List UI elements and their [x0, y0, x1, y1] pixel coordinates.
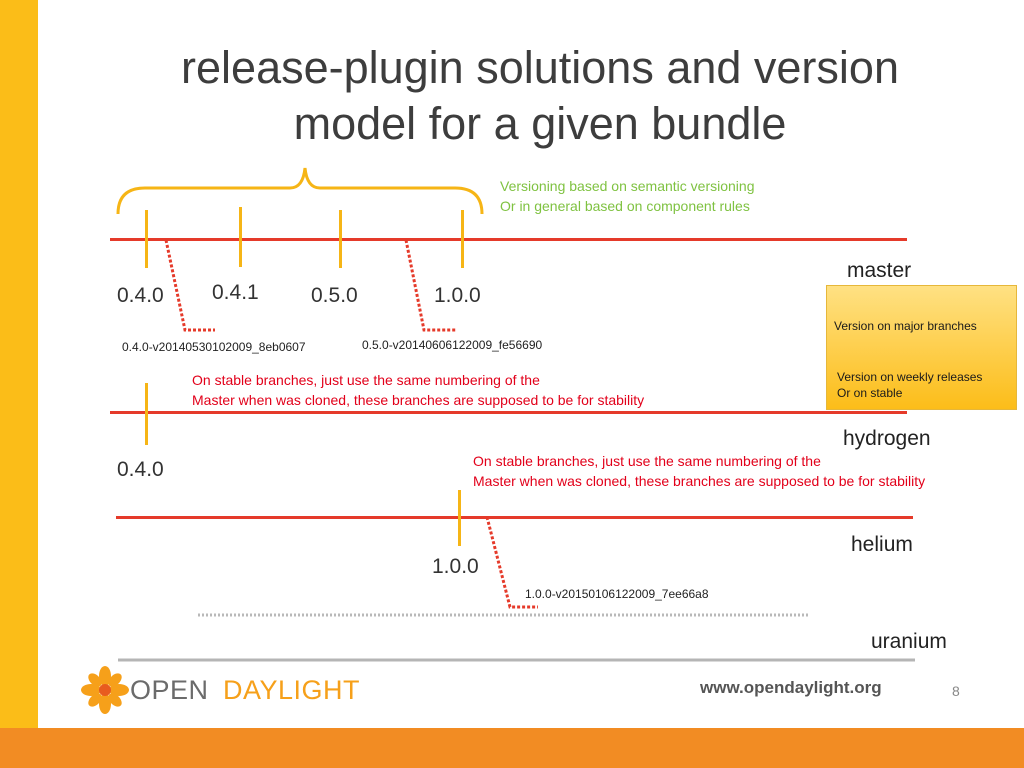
hydrogen-release-tick: [145, 383, 148, 445]
hydrogen-note: On stable branches, just use the same nu…: [192, 370, 644, 410]
hydrogen-version: 0.4.0: [117, 458, 164, 481]
legend-weekly-label-line-2: Or on stable: [837, 386, 903, 400]
semver-brace: [116, 167, 484, 215]
bottom-accent-bar: [0, 728, 1024, 768]
hydrogen-branch-line: [110, 411, 907, 414]
master-branch-line: [110, 238, 907, 241]
helium-note-line-1: On stable branches, just use the same nu…: [473, 453, 821, 469]
helium-branch-line: [116, 516, 913, 519]
master-version-1-0-0: 1.0.0: [434, 284, 481, 307]
release-tick-0-4-0: [145, 210, 148, 268]
master-version-0-4-0: 0.4.0: [117, 284, 164, 307]
logo-text-daylight: DAYLIGHT: [223, 675, 361, 705]
branch-label-helium: helium: [851, 533, 913, 556]
hydrogen-note-line-2: Master when was cloned, these branches a…: [192, 392, 645, 408]
weekly-connector-1: [164, 239, 215, 332]
hydrogen-note-line-1: On stable branches, just use the same nu…: [192, 372, 540, 388]
versioning-note-line-2: Or in general based on component rules: [500, 198, 750, 214]
weekly-version-2: 0.5.0-v20140606122009_fe56690: [362, 338, 543, 352]
branch-label-hydrogen: hydrogen: [843, 427, 931, 450]
branch-label-uranium: uranium: [871, 630, 947, 653]
release-tick-1-0-0: [461, 210, 464, 268]
title-line-2: model for a given bundle: [293, 98, 787, 149]
versioning-note: Versioning based on semantic versioning …: [500, 176, 755, 216]
release-tick-0-5-0: [339, 210, 342, 268]
page-number: 8: [952, 683, 960, 699]
helium-weekly-version: 1.0.0-v20150106122009_7ee66a8: [525, 587, 709, 601]
helium-release-tick: [458, 490, 461, 546]
legend-box: Version on major branches Version on wee…: [826, 285, 1017, 410]
weekly-connector-helium: [485, 516, 538, 609]
helium-note: On stable branches, just use the same nu…: [473, 451, 925, 491]
versioning-note-line-1: Versioning based on semantic versioning: [500, 178, 755, 194]
weekly-connector-2: [404, 239, 456, 332]
legend-major-label: Version on major branches: [834, 319, 977, 333]
master-version-0-5-0: 0.5.0: [311, 284, 358, 307]
helium-note-line-2: Master when was cloned, these branches a…: [473, 473, 926, 489]
logo-text-open: OPEN: [130, 675, 209, 705]
footer-url: www.opendaylight.org: [700, 678, 882, 697]
title-line-1: release-plugin solutions and version: [181, 42, 899, 93]
release-tick-0-4-1: [239, 207, 242, 267]
opendaylight-logo-icon: [81, 666, 129, 714]
legend-weekly-label-line-1: Version on weekly releases: [837, 370, 983, 384]
weekly-version-1: 0.4.0-v20140530102009_8eb0607: [122, 340, 306, 354]
left-accent-bar: [0, 0, 38, 728]
master-version-0-4-1: 0.4.1: [212, 281, 259, 304]
slide-title: release-plugin solutions and version mod…: [60, 40, 1020, 152]
helium-version: 1.0.0: [432, 555, 479, 578]
branch-label-master: master: [847, 259, 912, 282]
